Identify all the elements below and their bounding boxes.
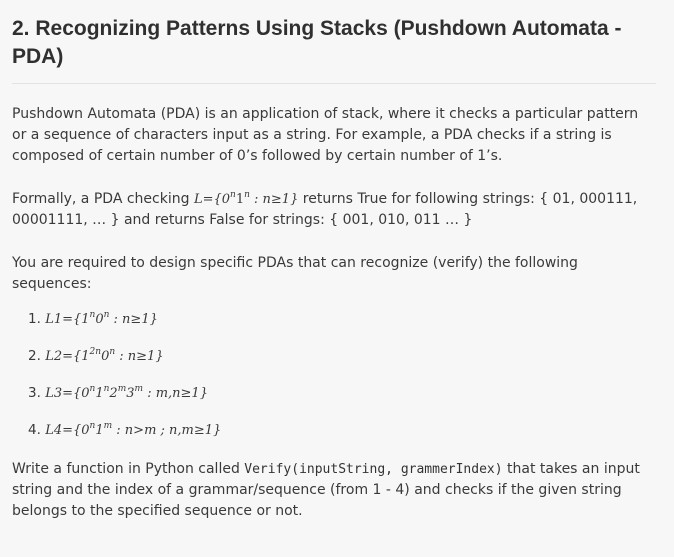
grammar-list: 1. L1={1n0n : n≥1} 2. L2={12n0n : n≥1} 3… (12, 309, 656, 441)
function-signature-code: Verify(inputString, grammerIndex) (244, 462, 503, 477)
grammar-item-3: 3. L3={0n1n2m3m : m,n≥1} (28, 383, 208, 401)
write-function-paragraph: Write a function in Python called Verify… (12, 459, 656, 522)
document-page: 2. Recognizing Patterns Using Stacks (Pu… (12, 0, 656, 522)
write-text-before: Write a function in Python called (12, 461, 245, 477)
grammar-item-1: 1. L1={1n0n : n≥1} (28, 309, 158, 327)
section-heading: 2. Recognizing Patterns Using Stacks (Pu… (12, 17, 622, 68)
grammar-item-2: 2. L2={12n0n : n≥1} (28, 346, 164, 364)
task-paragraph: You are required to design specific PDAs… (12, 255, 578, 292)
write-text-after: that takes an input string and the index… (12, 461, 640, 519)
formal-text-after: returns True for following strings: { 01… (12, 191, 638, 228)
formal-text-before: Formally, a PDA checking (12, 191, 194, 207)
grammar-item-4: 4. L4={0n1m : n>m ; n,m≥1} (28, 420, 222, 438)
intro-paragraph: Pushdown Automata (PDA) is an applicatio… (12, 106, 639, 164)
formal-paragraph: Formally, a PDA checking L={0n1n : n≥1} … (12, 189, 656, 231)
heading-divider (12, 83, 656, 84)
formal-language-math: L={0n1n : n≥1} (193, 189, 299, 207)
